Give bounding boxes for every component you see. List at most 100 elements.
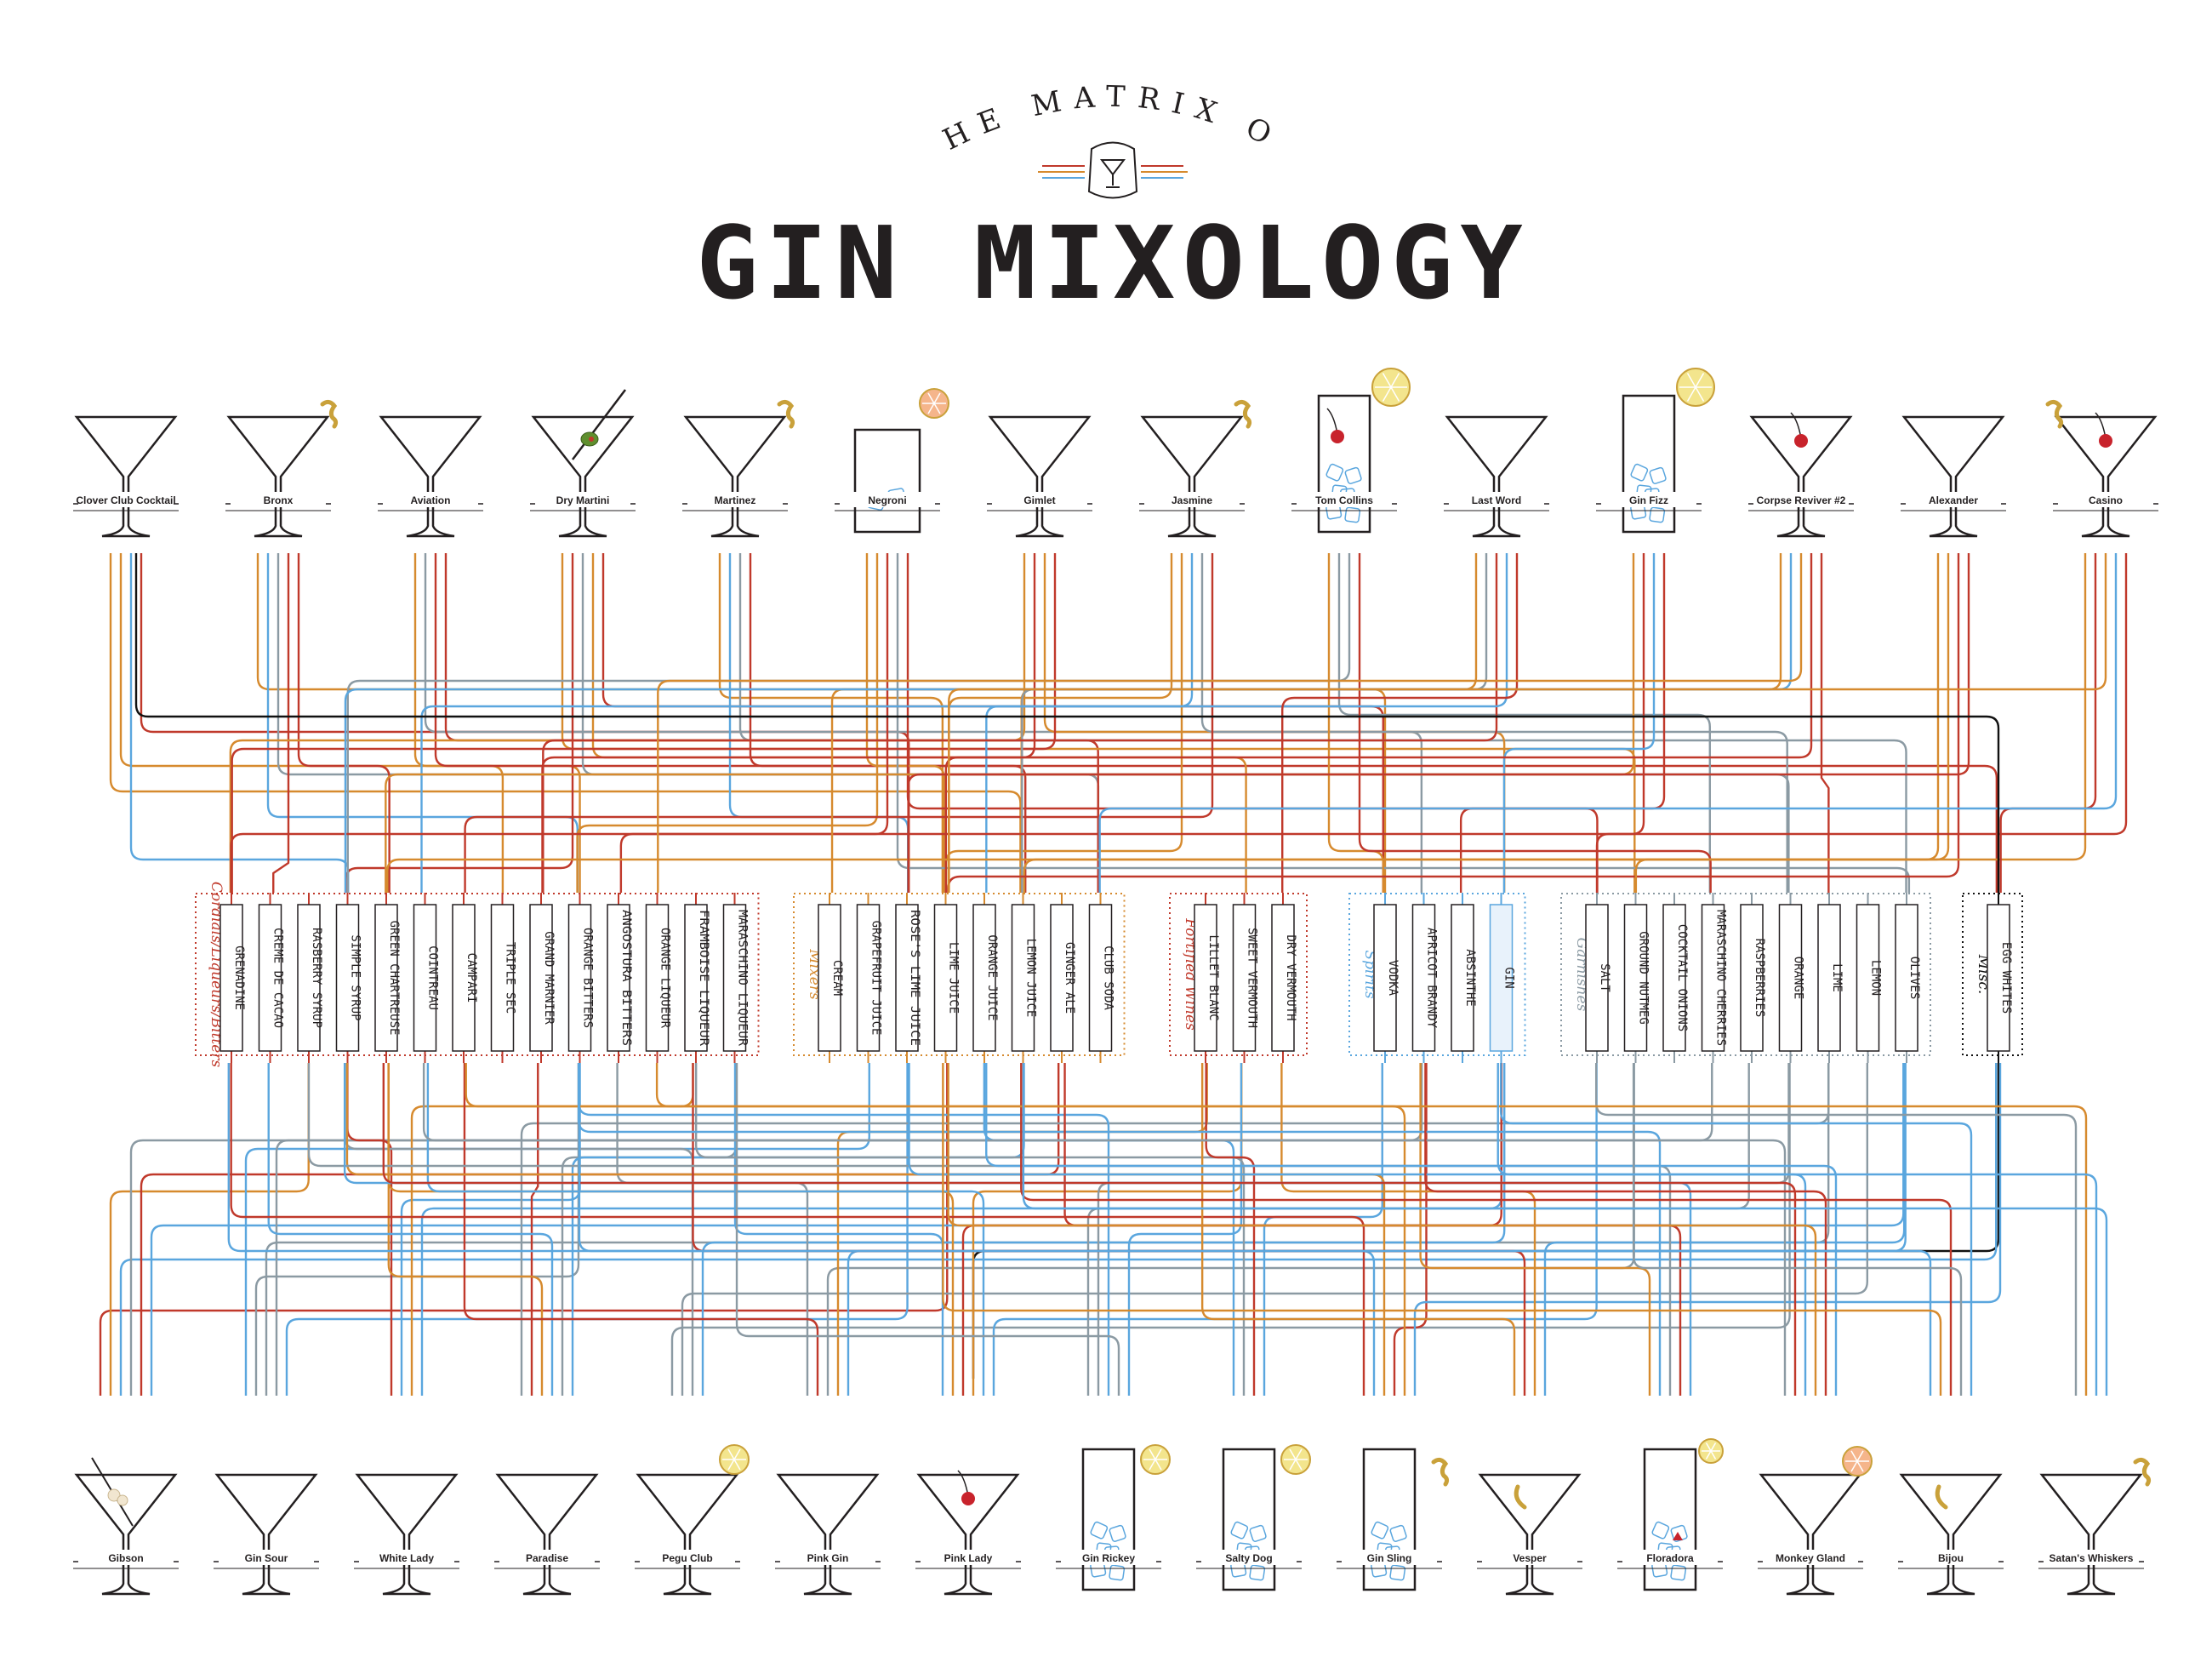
cocktail-corpse-reviver-2[interactable]: Corpse Reviver #2 <box>1748 412 1854 538</box>
cocktail-gin-sour[interactable]: Gin Sour <box>214 1473 319 1596</box>
ingredient-label: ORANGE BITTERS <box>581 928 595 1028</box>
name-plate <box>383 492 478 507</box>
name-plate <box>231 492 326 507</box>
cocktail-pink-lady[interactable]: Pink Lady <box>915 1470 1021 1596</box>
line-satan-s-whiskers <box>1022 1063 2108 1396</box>
ingredient-lime: LIME <box>1817 893 1844 1063</box>
ingredient-box <box>972 904 996 1052</box>
cocktail-tom-collins[interactable]: Tom Collins <box>1291 368 1411 534</box>
cocktail-dry-martini[interactable]: Dry Martini <box>530 389 636 538</box>
cocktail-casino[interactable]: Casino <box>2045 399 2158 538</box>
name-plate <box>687 492 783 507</box>
cocktail-gibson[interactable]: Gibson <box>73 1457 179 1596</box>
martini-glass <box>379 415 482 538</box>
cocktail-bronx[interactable]: Bronx <box>225 399 339 538</box>
ingredient-label: OLIVES <box>1907 957 1921 1000</box>
line-bronx <box>297 553 391 893</box>
crest-emblem <box>1038 141 1188 199</box>
name-plate <box>1482 1550 1577 1565</box>
ingredient-lines <box>99 553 2128 1396</box>
line-aviation <box>424 553 1423 893</box>
cocktail-gin-rickey[interactable]: Gin Rickey <box>1056 1444 1171 1591</box>
cocktail-alexander[interactable]: Alexander <box>1901 415 2006 538</box>
cocktail-bijou[interactable]: Bijou <box>1898 1473 2004 1596</box>
name-plate <box>499 1550 595 1565</box>
cocktail-martinez[interactable]: Martinez <box>682 399 795 538</box>
ingredient-campari: CAMPARI <box>452 893 478 1063</box>
ingredient-box <box>1011 904 1035 1052</box>
cocktail-white-lady[interactable]: White Lady <box>354 1473 459 1596</box>
cocktail-name: White Lady <box>379 1552 434 1564</box>
ingredient-creme-de-cacao: CREME DE CACAO <box>258 893 285 1063</box>
ingredient-label: APRICOT BRANDY <box>1425 928 1439 1029</box>
cocktail-pegu-club[interactable]: Pegu Club <box>635 1444 750 1596</box>
ingredient-orange-liqueur: ORANGE LIQUEUR <box>645 893 672 1063</box>
ingredient-label: GINGER ALE <box>1063 942 1076 1014</box>
line-pink-gin <box>616 1063 809 1396</box>
name-plate <box>780 1550 875 1565</box>
cocktail-jasmine[interactable]: Jasmine <box>1139 399 1252 538</box>
cocktail-name: Aviation <box>411 494 451 506</box>
cocktail-paradise[interactable]: Paradise <box>494 1473 600 1596</box>
cocktail-gin-sling[interactable]: Gin Sling <box>1337 1448 1450 1591</box>
ingredient-label: GRENADINE <box>232 945 246 1010</box>
ingredient-label: TRIPLE SEC <box>504 942 517 1014</box>
cocktail-name: Gin Sling <box>1367 1552 1412 1564</box>
ingredient-box <box>1451 904 1474 1052</box>
martini-glass <box>495 1473 599 1596</box>
ingredient-box <box>529 904 553 1052</box>
ingredient-box <box>1856 904 1880 1052</box>
line-floradora <box>307 1063 1672 1396</box>
line-floradora <box>343 1063 1692 1396</box>
martini-glass <box>1759 1473 1862 1596</box>
ingredient-triple-sec: TRIPLE SEC <box>490 893 517 1063</box>
cocktail-monkey-gland[interactable]: Monkey Gland <box>1758 1446 1873 1596</box>
cocktail-aviation[interactable]: Aviation <box>378 415 483 538</box>
cocktail-floradora[interactable]: Floradora <box>1617 1438 1724 1591</box>
ingredient-label: SALT <box>1598 963 1611 992</box>
ingredient-label: CREAM <box>830 960 844 996</box>
cocktail-last-word[interactable]: Last Word <box>1444 415 1549 538</box>
line-floradora <box>1063 1063 1682 1396</box>
ingredient-box <box>856 904 881 1052</box>
line-satan-s-whiskers <box>655 1063 2088 1396</box>
line-jasmine <box>945 553 1183 893</box>
ingredient-lemon-juice: LEMON JUICE <box>1011 893 1038 1063</box>
cocktail-negroni[interactable]: Negroni <box>835 388 949 534</box>
cocktail-salty-dog[interactable]: Salty Dog <box>1196 1444 1311 1591</box>
line-tom-collins <box>346 553 1351 893</box>
line-tom-collins <box>1327 553 1385 893</box>
ingredient-box <box>1373 904 1397 1052</box>
cocktail-pink-gin[interactable]: Pink Gin <box>775 1473 881 1596</box>
martini-glass <box>226 415 330 538</box>
ingredient-box <box>1194 904 1217 1052</box>
lime-slice-icon <box>719 1444 750 1475</box>
ingredient-box <box>933 904 958 1052</box>
cocktail-vesper[interactable]: Vesper <box>1477 1473 1582 1596</box>
name-plate <box>2044 1550 2139 1565</box>
lemon-twist-icon <box>1234 399 1252 429</box>
line-clover-club-cocktail <box>109 553 1022 893</box>
raspberry-icon <box>1673 1532 1683 1540</box>
cocktail-gin-fizz[interactable]: Gin Fizz <box>1596 368 1715 534</box>
cocktail-satan-s-whiskers[interactable]: Satan's Whiskers <box>2038 1457 2152 1596</box>
martini-glass <box>1749 415 1853 538</box>
line-corpse-reviver-2 <box>1820 553 1830 893</box>
ingredient-label: RASBERRY SYRUP <box>310 928 323 1028</box>
ingredient-grapefruit-juice: GRAPEFRUIT JUICE <box>856 893 883 1063</box>
cocktail-gimlet[interactable]: Gimlet <box>987 415 1092 538</box>
title-block: THE MATRIX OF GIN MIXOLOGY <box>0 0 1523 322</box>
ingredient-box <box>607 904 630 1052</box>
ingredient-box <box>1895 904 1918 1052</box>
line-last-word <box>1281 553 1519 893</box>
cocktail-name: Monkey Gland <box>1776 1552 1845 1564</box>
rocks-glass <box>853 428 921 534</box>
ingredient-label: LEMON <box>1869 960 1883 996</box>
name-plate <box>219 1550 314 1565</box>
cocktail-clover-club-cocktail[interactable]: Clover Club Cocktail <box>73 415 179 538</box>
line-jasmine <box>464 553 1214 893</box>
ingredient-box <box>1740 904 1764 1052</box>
line-salty-dog <box>1205 1063 1256 1396</box>
